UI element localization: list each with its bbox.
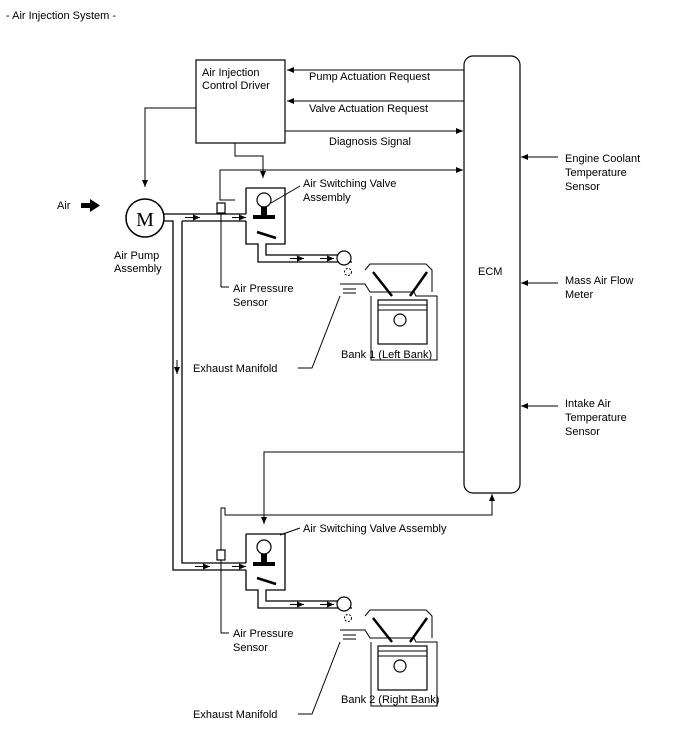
- valve-actuation-signal: Valve Actuation Request: [287, 98, 464, 115]
- pipe-flow-arrows: [185, 214, 246, 570]
- coolant-sensor-label-2: Temperature: [565, 167, 627, 179]
- driver-to-valve1-line: [234, 143, 266, 178]
- air-pump-label-2: Assembly: [114, 263, 162, 275]
- bank-2-label: Bank 2 (Right Bank): [341, 694, 439, 706]
- air-pressure-sensor-1-icon: [216, 202, 229, 288]
- diagnosis-signal: Diagnosis Signal: [285, 128, 463, 148]
- iat-label-1: Intake Air: [565, 398, 611, 410]
- control-driver-box: [195, 59, 286, 144]
- valve1-to-ecm-line: [219, 167, 463, 201]
- engine-bank-2-icon: [336, 596, 438, 707]
- exhaust-manifold-1-leader: [298, 295, 341, 369]
- air-pressure-sensor-2-icon: [216, 549, 229, 634]
- iat-label-3: Sensor: [565, 426, 600, 438]
- air-pressure-sensor-1-label-1: Air Pressure: [233, 283, 294, 295]
- pump-actuation-label: Pump Actuation Request: [309, 71, 430, 83]
- air-pressure-sensor-2-label-2: Sensor: [233, 642, 268, 654]
- diagnosis-label: Diagnosis Signal: [329, 136, 411, 148]
- exhaust-manifold-1-label: Exhaust Manifold: [193, 363, 277, 375]
- air-switching-valve-2-icon: [245, 527, 352, 609]
- air-pump-label-1: Air Pump: [114, 250, 159, 262]
- coolant-sensor-label-1: Engine Coolant: [565, 153, 640, 165]
- maf-label-2: Meter: [565, 289, 593, 301]
- bank-1-label: Bank 1 (Left Bank): [341, 349, 432, 361]
- valve-actuation-label: Valve Actuation Request: [309, 103, 428, 115]
- air-switching-valve-1-icon: [245, 185, 352, 263]
- engine-bank-1-icon: [336, 250, 438, 361]
- coolant-sensor-label-3: Sensor: [565, 181, 600, 193]
- air-pressure-sensor-2-label-1: Air Pressure: [233, 628, 294, 640]
- exhaust-manifold-2-label: Exhaust Manifold: [193, 709, 277, 721]
- air-pressure-sensor-1-label-2: Sensor: [233, 297, 268, 309]
- driver-to-pump-line: [142, 107, 196, 187]
- air-pipe-network: [164, 213, 246, 571]
- control-driver-label-2: Control Driver: [202, 80, 270, 92]
- control-driver-label-1: Air Injection: [202, 67, 259, 79]
- sensor2-to-ecm-line: [220, 494, 495, 550]
- pump-actuation-signal: Pump Actuation Request: [287, 67, 464, 83]
- iat-label-2: Temperature: [565, 412, 627, 424]
- diagram-title: - Air Injection System -: [6, 10, 116, 22]
- ecm-to-valve2-line: [261, 451, 464, 524]
- exhaust-manifold-2-leader: [298, 641, 341, 715]
- air-inlet-arrow-icon: [81, 199, 100, 212]
- air-switching-valve-1-label-1: Air Switching Valve: [303, 178, 396, 190]
- motor-symbol: M: [136, 209, 154, 231]
- air-pump-motor-icon: M: [125, 198, 165, 238]
- ecm-label: ECM: [478, 266, 502, 278]
- air-label: Air: [57, 200, 71, 212]
- air-switching-valve-1-label-2: Assembly: [303, 192, 351, 204]
- air-switching-valve-2-label: Air Switching Valve Assembly: [303, 523, 447, 535]
- ecm-box: [463, 55, 521, 494]
- maf-label-1: Mass Air Flow: [565, 275, 634, 287]
